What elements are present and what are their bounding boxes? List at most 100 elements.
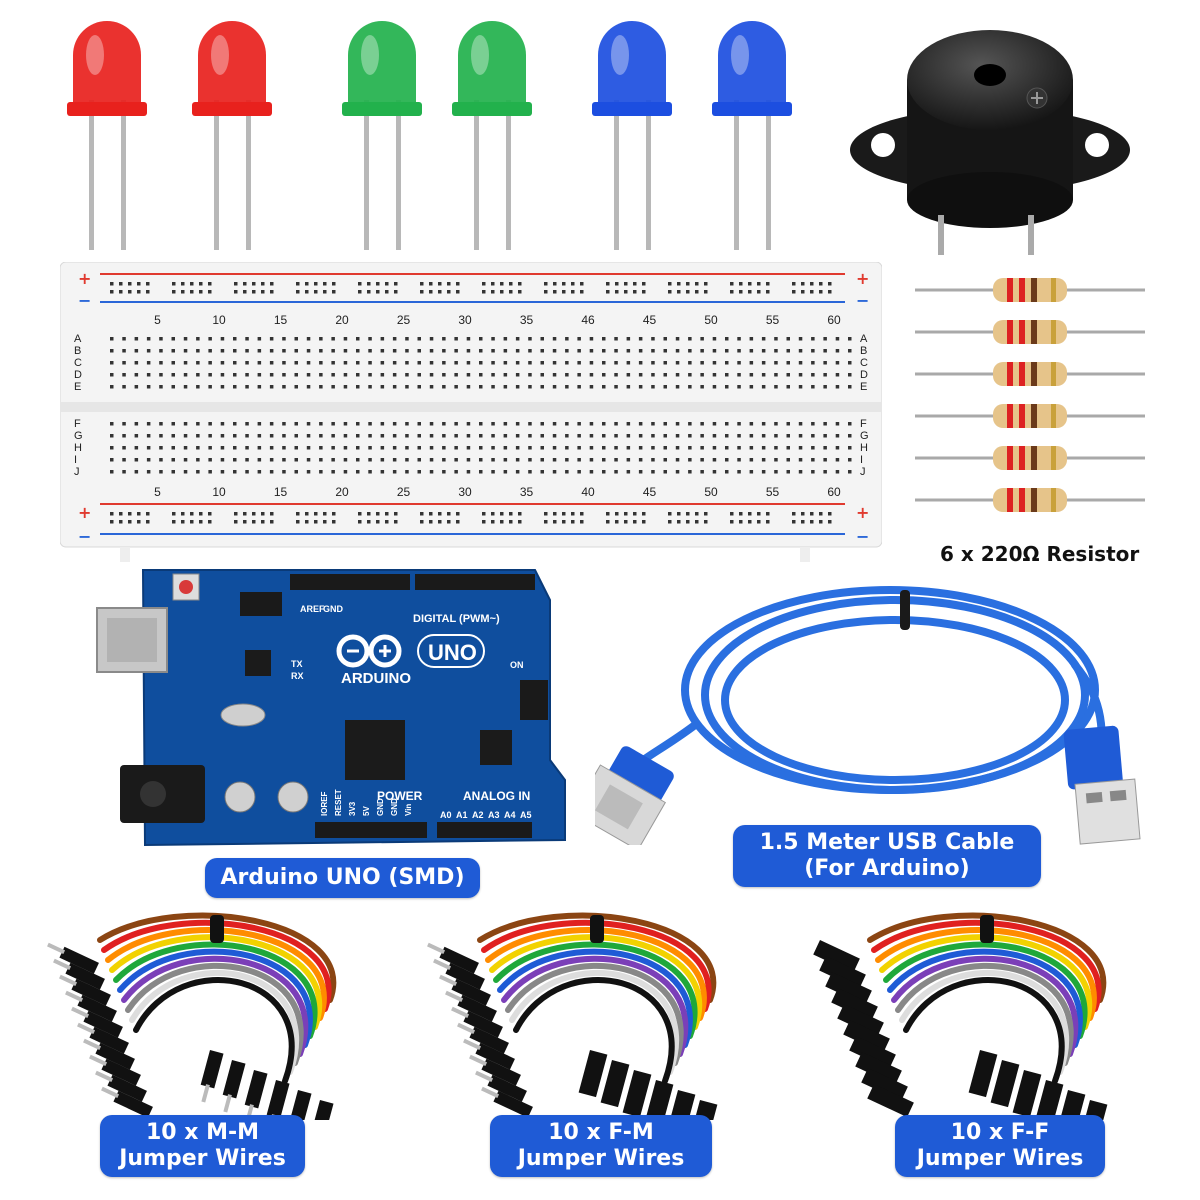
wire-1	[867, 912, 1107, 1003]
wire-10	[903, 977, 1065, 1084]
bb-row-left-E: E	[74, 381, 81, 393]
led-group	[67, 21, 792, 250]
wire-4	[109, 934, 323, 1030]
bb-row-right-B: B	[860, 345, 867, 357]
label-mm-line1: 10 x M-M	[145, 1120, 260, 1145]
wire-9	[129, 970, 300, 1075]
bb-row-right-D: D	[860, 369, 868, 381]
resistor-group	[915, 278, 1145, 512]
wire-6	[117, 948, 313, 1048]
power-pin-3V3: 3V3	[348, 801, 357, 816]
wire-3	[105, 927, 327, 1021]
wire-7	[121, 955, 309, 1057]
bb-row-left-F: F	[74, 418, 81, 430]
wire-7	[891, 955, 1079, 1057]
bb-row-right-F: F	[860, 418, 867, 430]
rail-plus-br: +	[856, 503, 869, 522]
wire-5	[883, 941, 1088, 1039]
analog-pin-A1: A1	[456, 810, 468, 820]
bb-col-top-50: 50	[704, 313, 718, 327]
label-ff-wires: 10 x F-F Jumper Wires	[895, 1115, 1105, 1177]
wire-6	[887, 948, 1083, 1048]
arduino-logo	[336, 634, 402, 668]
led-blue-5	[592, 21, 672, 250]
rail-minus-bl: −	[78, 527, 91, 546]
usb-b-connector	[595, 746, 674, 845]
wire-6	[497, 948, 693, 1048]
arduino-brand: ARDUINO	[341, 670, 411, 687]
wire-3	[485, 927, 707, 1021]
usb-a-connector	[1063, 725, 1141, 845]
label-mm-wires: 10 x M-M Jumper Wires	[100, 1115, 305, 1177]
buzzer	[850, 30, 1130, 255]
label-fm-line1: 10 x F-M	[548, 1120, 654, 1145]
label-fm-wires: 10 x F-M Jumper Wires	[490, 1115, 712, 1177]
wire-2	[101, 919, 332, 1012]
label-usb-line1: 1.5 Meter USB Cable	[759, 830, 1015, 855]
label-ff-line1: 10 x F-F	[950, 1120, 1050, 1145]
jumper-wires-ff	[813, 912, 1108, 1120]
power-pin-RESET: RESET	[334, 789, 343, 816]
wire-1	[97, 912, 337, 1003]
analog-pin-A4: A4	[504, 810, 516, 820]
wire-8	[125, 962, 304, 1066]
bb-col-bottom-15: 15	[274, 485, 288, 499]
uno-badge	[417, 634, 485, 668]
microcontroller-chip	[345, 720, 405, 780]
bb-col-top-30: 30	[458, 313, 472, 327]
resistor-2	[915, 320, 1145, 344]
uno-text: UNO	[428, 640, 477, 665]
wire-5	[493, 941, 698, 1039]
breadboard-holes	[110, 282, 852, 524]
bb-row-left-J: J	[74, 466, 80, 478]
bb-row-left-I: I	[74, 454, 77, 466]
label-usb-cable: 1.5 Meter USB Cable (For Arduino)	[733, 825, 1041, 887]
bb-col-bottom-50: 50	[704, 485, 718, 499]
rail-plus-tl: +	[78, 269, 91, 288]
bb-row-left-B: B	[74, 345, 81, 357]
bb-col-bottom-20: 20	[335, 485, 349, 499]
arduino-board: UNO ARDUINO DIGITAL (PWM~) AREF GND TX R…	[96, 569, 566, 847]
bb-row-left-C: C	[74, 357, 82, 369]
wire-1	[477, 912, 717, 1003]
bb-col-top-20: 20	[335, 313, 349, 327]
power-label: POWER	[377, 789, 423, 803]
wire-8	[895, 962, 1074, 1066]
bb-row-right-C: C	[860, 357, 868, 369]
bb-col-bottom-25: 25	[397, 485, 411, 499]
bb-col-top-35: 35	[520, 313, 534, 327]
power-pin-GND: GND	[376, 798, 385, 816]
analog-pin-A5: A5	[520, 810, 532, 820]
wire-2	[871, 919, 1102, 1012]
resistor-4	[915, 404, 1145, 428]
led-red-2	[192, 21, 272, 250]
analog-pin-A0: A0	[440, 810, 452, 820]
rail-minus-tr: −	[856, 291, 869, 310]
capacitor-1	[224, 781, 256, 813]
bb-col-top-60: 60	[827, 313, 841, 327]
capacitor-2	[277, 781, 309, 813]
resistor-6	[915, 488, 1145, 512]
bb-col-bottom-5: 5	[154, 485, 161, 499]
aref-label: AREF	[300, 604, 325, 614]
jumper-wires-mm	[47, 912, 337, 1120]
bb-row-right-G: G	[860, 430, 869, 442]
bb-row-left-D: D	[74, 369, 82, 381]
rail-plus-bl: +	[78, 503, 91, 522]
power-pin-Vin: Vin	[404, 804, 413, 816]
bb-col-top-15: 15	[274, 313, 288, 327]
bb-col-bottom-45: 45	[643, 485, 657, 499]
bb-col-top-46: 46	[581, 313, 595, 327]
bb-col-top-45: 45	[643, 313, 657, 327]
tx-label: TX	[291, 659, 303, 669]
bb-row-left-A: A	[74, 333, 82, 345]
wire-5	[113, 941, 318, 1039]
wire-3	[875, 927, 1097, 1021]
label-ff-line2: Jumper Wires	[916, 1146, 1084, 1171]
power-pin-IOREF: IOREF	[320, 791, 329, 816]
led-green-3	[342, 21, 422, 250]
bb-col-bottom-30: 30	[458, 485, 472, 499]
bb-row-right-H: H	[860, 442, 868, 454]
crystal	[220, 703, 266, 727]
